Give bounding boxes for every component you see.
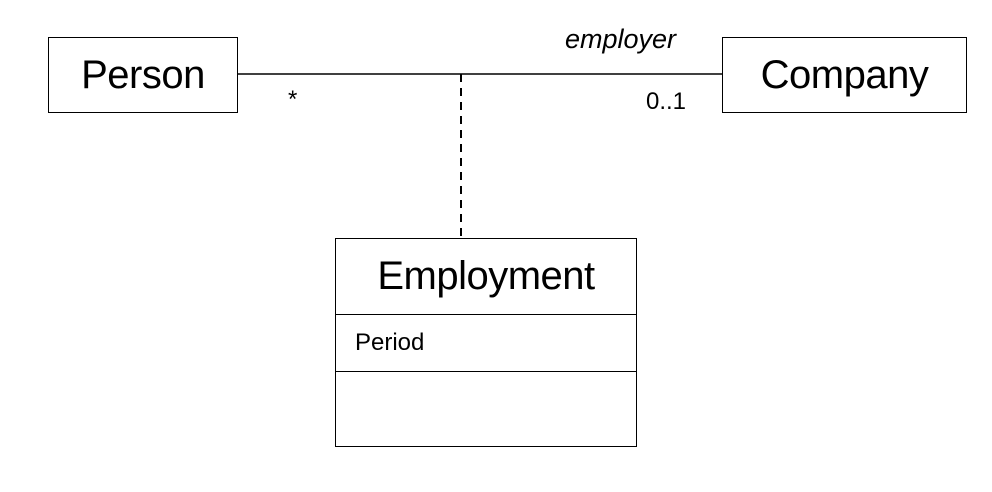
- multiplicity-company: 0..1: [646, 88, 687, 115]
- role-label-employer: employer: [565, 24, 677, 54]
- attribute-period: Period: [355, 329, 425, 356]
- class-employment-attributes: Period: [336, 315, 636, 372]
- class-company-name: Company: [760, 52, 929, 97]
- class-company[interactable]: Company: [722, 37, 967, 113]
- class-employment-name: Employment: [336, 239, 636, 315]
- class-employment[interactable]: Employment Period: [335, 238, 637, 447]
- class-person[interactable]: Person: [48, 37, 238, 113]
- class-person-name: Person: [81, 52, 205, 97]
- multiplicity-person: *: [288, 86, 298, 113]
